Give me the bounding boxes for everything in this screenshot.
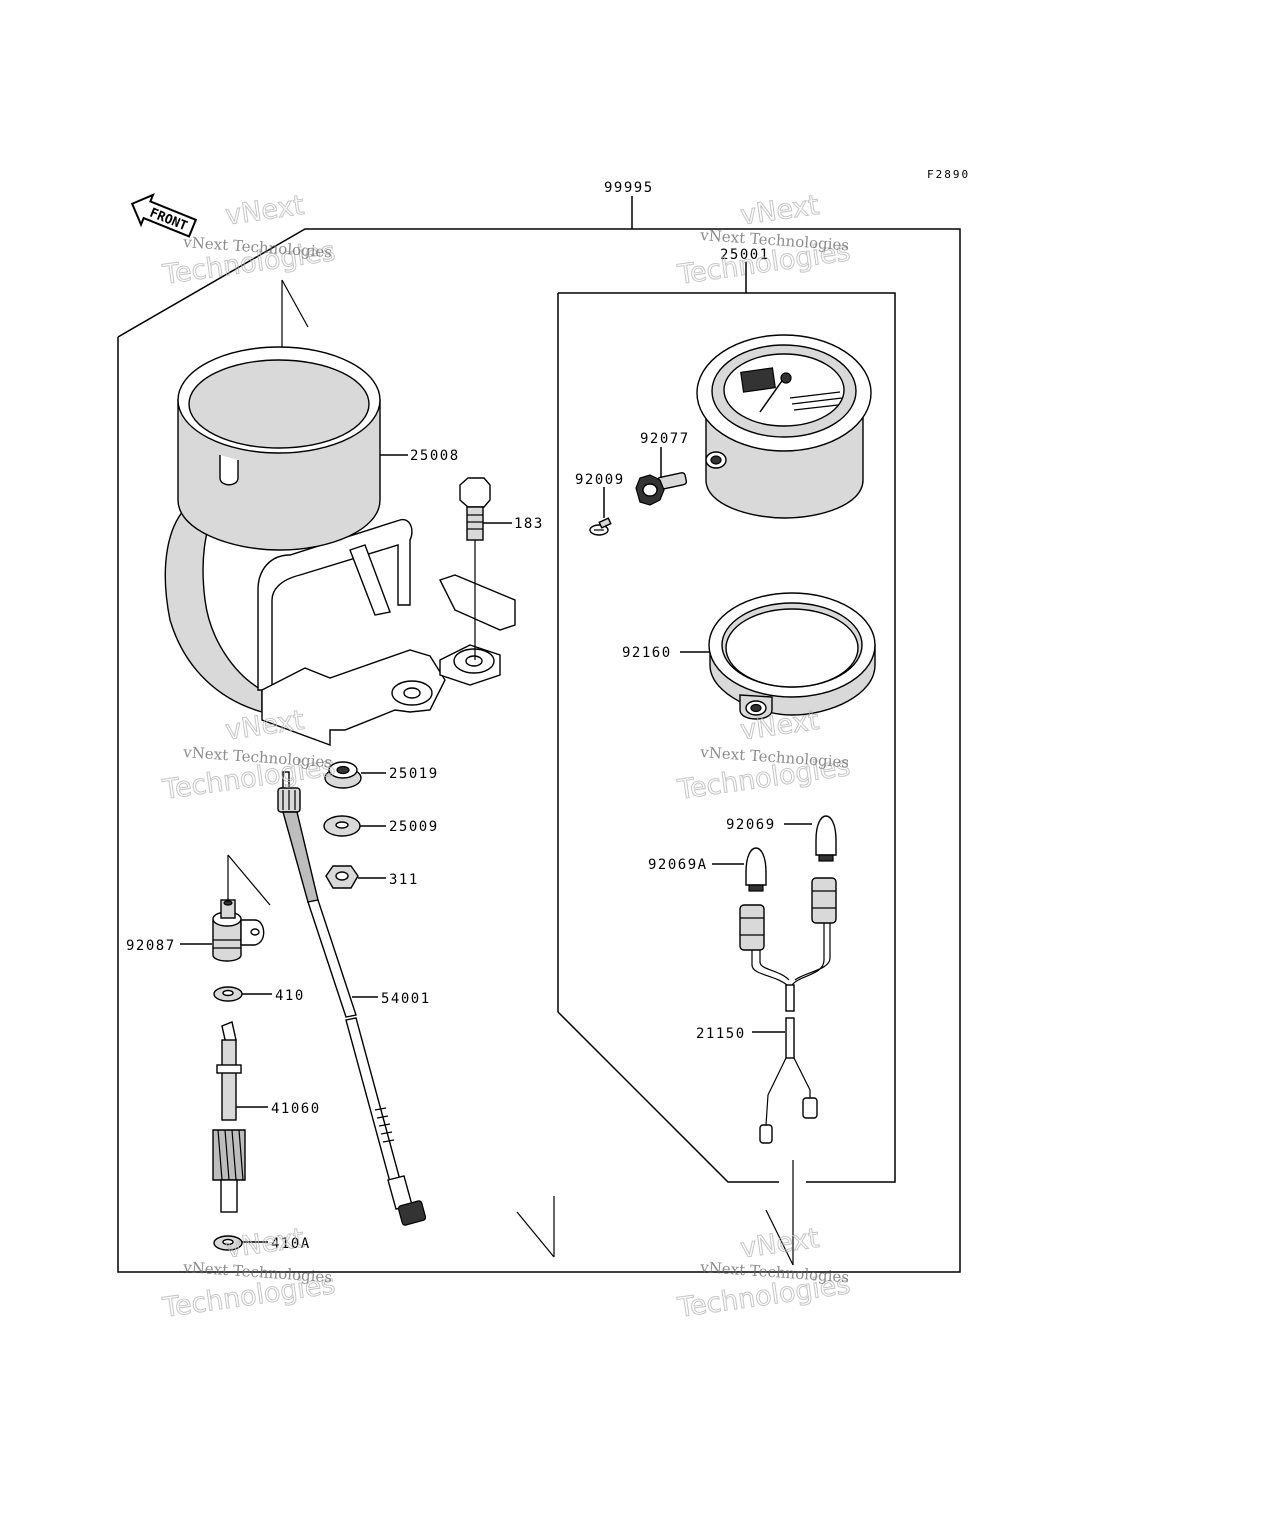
- bulb-92069A: 92069A: [648, 847, 767, 892]
- harness-21150: 21150: [696, 877, 837, 1144]
- label-54001: 54001: [381, 991, 431, 1007]
- label-92009: 92009: [575, 472, 625, 488]
- figure-code: F2890: [927, 168, 970, 181]
- label-410A: 410A: [271, 1236, 311, 1252]
- speedometer-25001: [696, 334, 872, 519]
- label-92087: 92087: [126, 938, 176, 954]
- screw-92009: 92009: [575, 472, 625, 536]
- reference-lines: [227, 279, 794, 1266]
- ring-92160: 92160: [622, 592, 876, 720]
- label-25008: 25008: [410, 448, 460, 464]
- label-92160: 92160: [622, 645, 672, 661]
- label-25009: 25009: [389, 819, 439, 835]
- label-183: 183: [514, 516, 544, 532]
- inner-frame: 25001: [557, 247, 896, 1183]
- gear-92077: 92077: [635, 431, 690, 506]
- svg-text:vNext: vNext: [223, 1223, 305, 1265]
- bolt-183: 183: [459, 477, 544, 660]
- svg-text:vNext: vNext: [223, 190, 305, 232]
- gear-41060: 41060: [212, 1021, 321, 1213]
- label-99995: 99995: [604, 180, 654, 196]
- label-41060: 41060: [271, 1101, 321, 1117]
- label-92069A: 92069A: [648, 857, 708, 873]
- washer-410A: 410A: [213, 1235, 311, 1252]
- label-25001: 25001: [720, 247, 770, 263]
- sleeve-92087: 92087: [126, 899, 265, 962]
- svg-text:vNext: vNext: [738, 1223, 820, 1265]
- label-92069: 92069: [726, 817, 776, 833]
- nut-311: 311: [325, 865, 419, 889]
- washer-410: 410: [213, 986, 305, 1004]
- label-311: 311: [389, 872, 419, 888]
- svg-text:vNext: vNext: [223, 705, 305, 747]
- label-21150: 21150: [696, 1026, 746, 1042]
- washer-25009: 25009: [323, 815, 439, 837]
- label-410: 410: [275, 988, 305, 1004]
- svg-text:vNext: vNext: [738, 190, 820, 232]
- outer-frame: 99995: [117, 180, 961, 1273]
- label-92077: 92077: [640, 431, 690, 447]
- meter-cup-bracket-25008: 25008: [164, 346, 516, 747]
- speedometer-cable-54001: 54001: [277, 771, 431, 1226]
- grommet-25019: 25019: [324, 761, 439, 789]
- bulb-92069: 92069: [726, 815, 837, 862]
- label-25019: 25019: [389, 766, 439, 782]
